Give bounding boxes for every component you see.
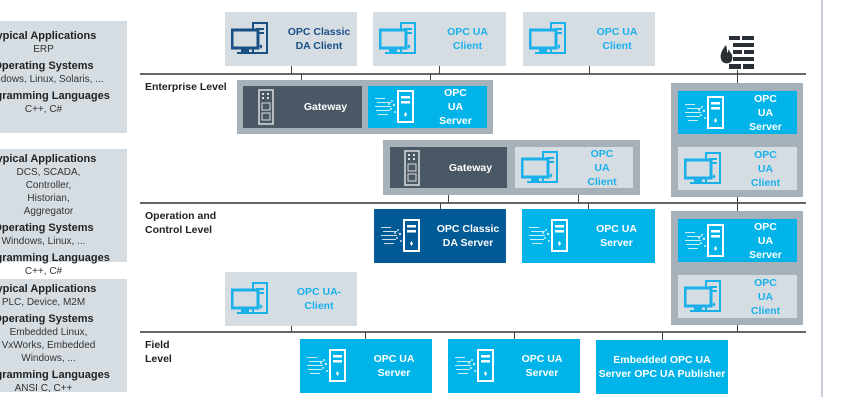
node-label: OPC UA-Client (296, 286, 342, 312)
apps-value: ERP (33, 44, 54, 55)
os-label: Operating Systems (0, 222, 94, 234)
monitor-tower-icon (678, 152, 734, 186)
node-label: OPC UA Client (596, 26, 638, 52)
node-label: OPC UA Client (447, 26, 488, 52)
gateway-device-icon (390, 150, 434, 186)
server-data-icon (300, 349, 356, 383)
apps-value: PLC, Device, M2M (1, 297, 86, 308)
opc-classic-da-client[interactable]: OPC Classic DA Client (225, 12, 357, 66)
opc-ua-server[interactable]: OPC UA Server (678, 91, 797, 134)
embedded-opc-ua-server[interactable]: Embedded OPC UA Server OPC UA Publisher (596, 340, 728, 394)
connector (589, 66, 590, 74)
connector (737, 70, 738, 83)
opc-ua-client[interactable]: OPC UA Client (678, 275, 797, 318)
node-label: OPC Classic DA Client (287, 26, 351, 52)
lang-label: Programming Languages (0, 90, 110, 102)
connector (440, 203, 441, 209)
connector (588, 203, 589, 209)
field-bus-line (140, 331, 806, 333)
node-label: OPC UA Server (521, 353, 563, 379)
apps-label: Typical Applications (0, 153, 97, 165)
lang-label: Programming Languages (0, 252, 110, 264)
connector (291, 66, 292, 74)
connector (737, 325, 738, 332)
monitor-tower-icon (515, 151, 571, 185)
node-label: OPC UA Server (749, 220, 782, 261)
node-label: OPC UA Server (373, 353, 415, 379)
opc-ua-client[interactable]: OPC UA Client (678, 147, 797, 190)
opc-ua-server[interactable]: OPC UA Server (448, 339, 580, 393)
connector (514, 332, 515, 339)
gateway-node[interactable]: Gateway (243, 86, 362, 128)
operation-bus-line (140, 202, 806, 204)
lang-label: Programming Languages (0, 369, 110, 381)
opc-ua-server[interactable]: OPC UA Server (678, 219, 797, 262)
node-label: Embedded OPC UA Server OPC UA Publisher (598, 354, 726, 380)
enterprise-bus-line (140, 73, 806, 75)
node-label: OPC UA Server (596, 223, 637, 249)
connector (448, 195, 449, 203)
os-value: Embedded Linux, VxWorks, Embedded Window… (1, 327, 96, 364)
connector (430, 74, 431, 80)
os-label: Operating Systems (0, 60, 94, 72)
server-data-icon (678, 96, 734, 130)
monitor-tower-icon (678, 280, 734, 314)
server-data-icon (368, 90, 424, 124)
level-label-field: Field Level (145, 339, 172, 365)
lang-value: C++, C# (24, 104, 63, 115)
server-data-icon (678, 224, 734, 258)
opc-ua-client[interactable]: OPC UA Client (373, 12, 506, 66)
connector (365, 332, 366, 339)
node-label: Gateway (303, 101, 348, 113)
connector (291, 326, 292, 332)
os-value: Windows, Linux, Solaris, ... (0, 74, 104, 85)
node-label: OPC UA Client (750, 148, 781, 189)
gateway-node[interactable]: Gateway (390, 147, 507, 188)
node-label: OPC UA Client (750, 276, 781, 317)
monitor-tower-icon (225, 282, 281, 316)
server-data-icon (522, 219, 578, 253)
connector (301, 74, 302, 80)
connector (439, 66, 440, 74)
node-label: OPC UA Server (439, 87, 472, 127)
node-label: Gateway (448, 161, 493, 174)
opc-ua-client[interactable]: OPC UA-Client (225, 272, 357, 326)
connector (662, 332, 663, 340)
node-label: OPC UA Client (587, 147, 617, 188)
monitor-tower-icon (225, 22, 281, 56)
level-label-enterprise: Enterprise Level (145, 81, 227, 93)
opc-ua-server[interactable]: OPC UA Server (368, 86, 487, 128)
opc-ua-client[interactable]: OPC UA Client (515, 147, 633, 188)
apps-label: Typical Applications (0, 283, 97, 295)
server-data-icon (374, 219, 430, 253)
monitor-tower-icon (523, 22, 579, 56)
lang-value: C++, C# (24, 266, 63, 277)
node-label: OPC Classic DA Server (436, 223, 500, 249)
connector (737, 197, 738, 211)
monitor-tower-icon (373, 22, 429, 56)
opc-classic-da-server[interactable]: OPC Classic DA Server (374, 209, 506, 263)
divider-line (821, 0, 823, 397)
opc-ua-client[interactable]: OPC UA Client (523, 12, 655, 66)
opc-ua-server[interactable]: OPC UA Server (300, 339, 432, 393)
level-label-operation: Operation and Control Level (145, 210, 217, 236)
server-data-icon (448, 349, 504, 383)
firewall-icon (720, 36, 754, 69)
apps-value: DCS, SCADA, Controller, Historian, Aggre… (16, 167, 81, 217)
os-value: Windows, Linux, ... (1, 236, 86, 247)
gateway-device-icon (243, 89, 289, 125)
opc-ua-server[interactable]: OPC UA Server (522, 209, 655, 263)
lang-value: ANSI C, C++ (14, 383, 73, 394)
node-label: OPC UA Server (749, 92, 782, 133)
os-label: Operating Systems (0, 313, 94, 325)
apps-label: Typical Applications (0, 30, 97, 42)
connector (578, 195, 579, 203)
